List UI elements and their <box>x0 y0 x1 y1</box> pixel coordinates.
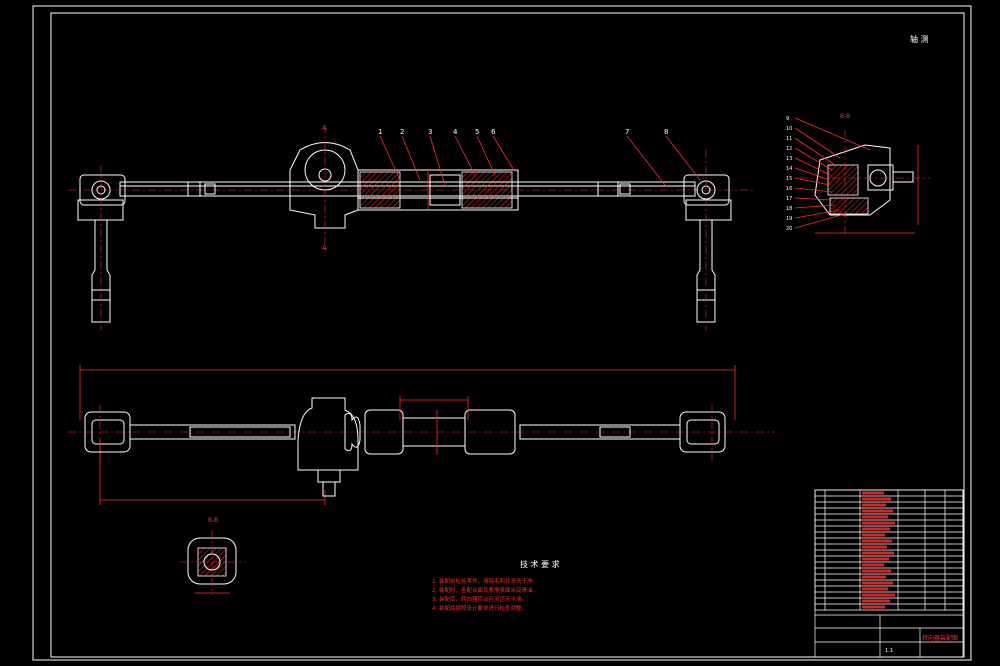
section-label-top: B-B <box>840 113 850 120</box>
bom-entry-mark <box>862 527 890 531</box>
balloon-4: 4 <box>453 128 458 136</box>
outer-frame <box>32 5 972 661</box>
balloon-15: 15 <box>786 176 792 182</box>
tech-req-4: 4. 装配后按照设计要求进行检查调整。 <box>432 604 527 612</box>
balloon-9: 9 <box>786 116 789 122</box>
balloon-17: 17 <box>786 196 792 202</box>
balloon-6: 6 <box>491 128 496 136</box>
balloon-14: 14 <box>786 166 792 172</box>
balloon-12: 12 <box>786 146 792 152</box>
bom-entry-mark <box>862 515 888 519</box>
bom-entry-mark <box>862 545 887 549</box>
title-block: 转向器装配图 1:1 <box>814 489 964 658</box>
balloon-10: 10 <box>786 126 792 132</box>
bom-entry-mark <box>862 563 884 567</box>
svg-text:A: A <box>322 244 327 252</box>
top-view: A A 1 2 3 4 5 6 7 8 <box>68 124 755 330</box>
balloon-7: 7 <box>625 128 629 136</box>
technical-requirements: 技 术 要 求 1. 装配前检验零件，清除毛刺并清洗干净。 2. 装配时，各配合… <box>432 559 560 612</box>
bom-entry-mark <box>862 491 884 495</box>
bom-entry-mark <box>862 575 886 579</box>
balloon-16: 16 <box>786 186 792 192</box>
tech-title: 技 术 要 求 <box>520 559 560 569</box>
balloon-5: 5 <box>475 128 479 136</box>
inner-frame <box>50 12 965 658</box>
bom-entry-mark <box>862 587 888 591</box>
front-view <box>68 365 775 505</box>
balloon-20: 20 <box>786 226 792 232</box>
small-section-view: B-B <box>180 517 245 595</box>
bom-entry-mark <box>862 497 891 501</box>
tech-req-1: 1. 装配前检验零件，清除毛刺并清洗干净。 <box>432 577 538 585</box>
balloon-8: 8 <box>664 128 668 136</box>
svg-text:A: A <box>322 124 327 132</box>
bom-table <box>814 489 964 611</box>
balloon-2: 2 <box>400 128 404 136</box>
balloon-3: 3 <box>428 128 432 136</box>
bom-entry-mark <box>862 557 889 561</box>
drawing-name: 转向器装配图 <box>922 634 958 642</box>
bom-entry-mark <box>862 599 890 603</box>
tech-req-2: 2. 装配时，各配合面及摩擦表面涂润滑油。 <box>432 586 538 594</box>
balloons-top-view: 1 2 3 4 5 6 7 8 <box>378 128 701 186</box>
bom-entry-mark <box>862 509 893 513</box>
bom-entry-mark <box>862 539 892 543</box>
bom-entry-mark <box>862 581 893 585</box>
tech-req-3: 3. 装配后，转向器转动应灵活无卡滞。 <box>432 595 527 603</box>
view-title-note: 轴 测 <box>910 34 929 44</box>
bom-entry-mark <box>862 533 885 537</box>
side-section-view: B-B 9 10 11 12 13 14 <box>786 113 930 235</box>
bom-entry-mark <box>862 605 885 609</box>
bom-entry-mark <box>862 521 895 525</box>
section-label-bottom: B-B <box>208 517 218 524</box>
bom-entry-mark <box>862 551 894 555</box>
balloon-19: 19 <box>786 216 792 222</box>
bom-entry-mark <box>862 569 891 573</box>
bom-entry-mark <box>862 503 886 507</box>
balloon-11: 11 <box>786 136 792 142</box>
balloon-18: 18 <box>786 206 792 212</box>
drawing-scale: 1:1 <box>885 648 893 654</box>
bom-entry-mark <box>862 593 895 597</box>
balloon-13: 13 <box>786 156 792 162</box>
balloons-side-view: 9 10 11 12 13 14 15 16 17 18 19 20 <box>786 116 871 232</box>
balloon-1: 1 <box>378 128 382 136</box>
